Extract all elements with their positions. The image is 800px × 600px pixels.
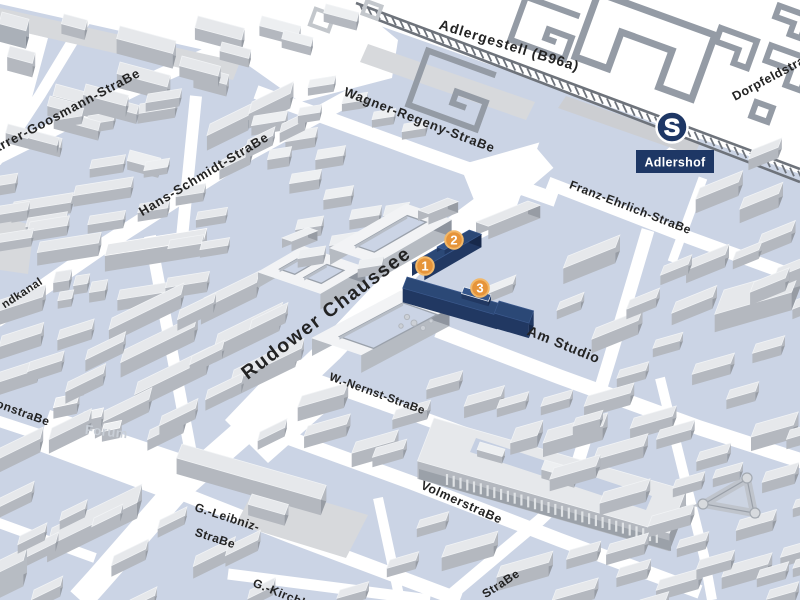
svg-text:S: S bbox=[664, 115, 680, 142]
svg-text:2: 2 bbox=[450, 233, 457, 248]
svg-text:3: 3 bbox=[476, 281, 483, 296]
svg-text:Adlershof: Adlershof bbox=[644, 156, 706, 170]
svg-text:Forum: Forum bbox=[84, 422, 128, 441]
svg-text:1: 1 bbox=[421, 259, 428, 274]
